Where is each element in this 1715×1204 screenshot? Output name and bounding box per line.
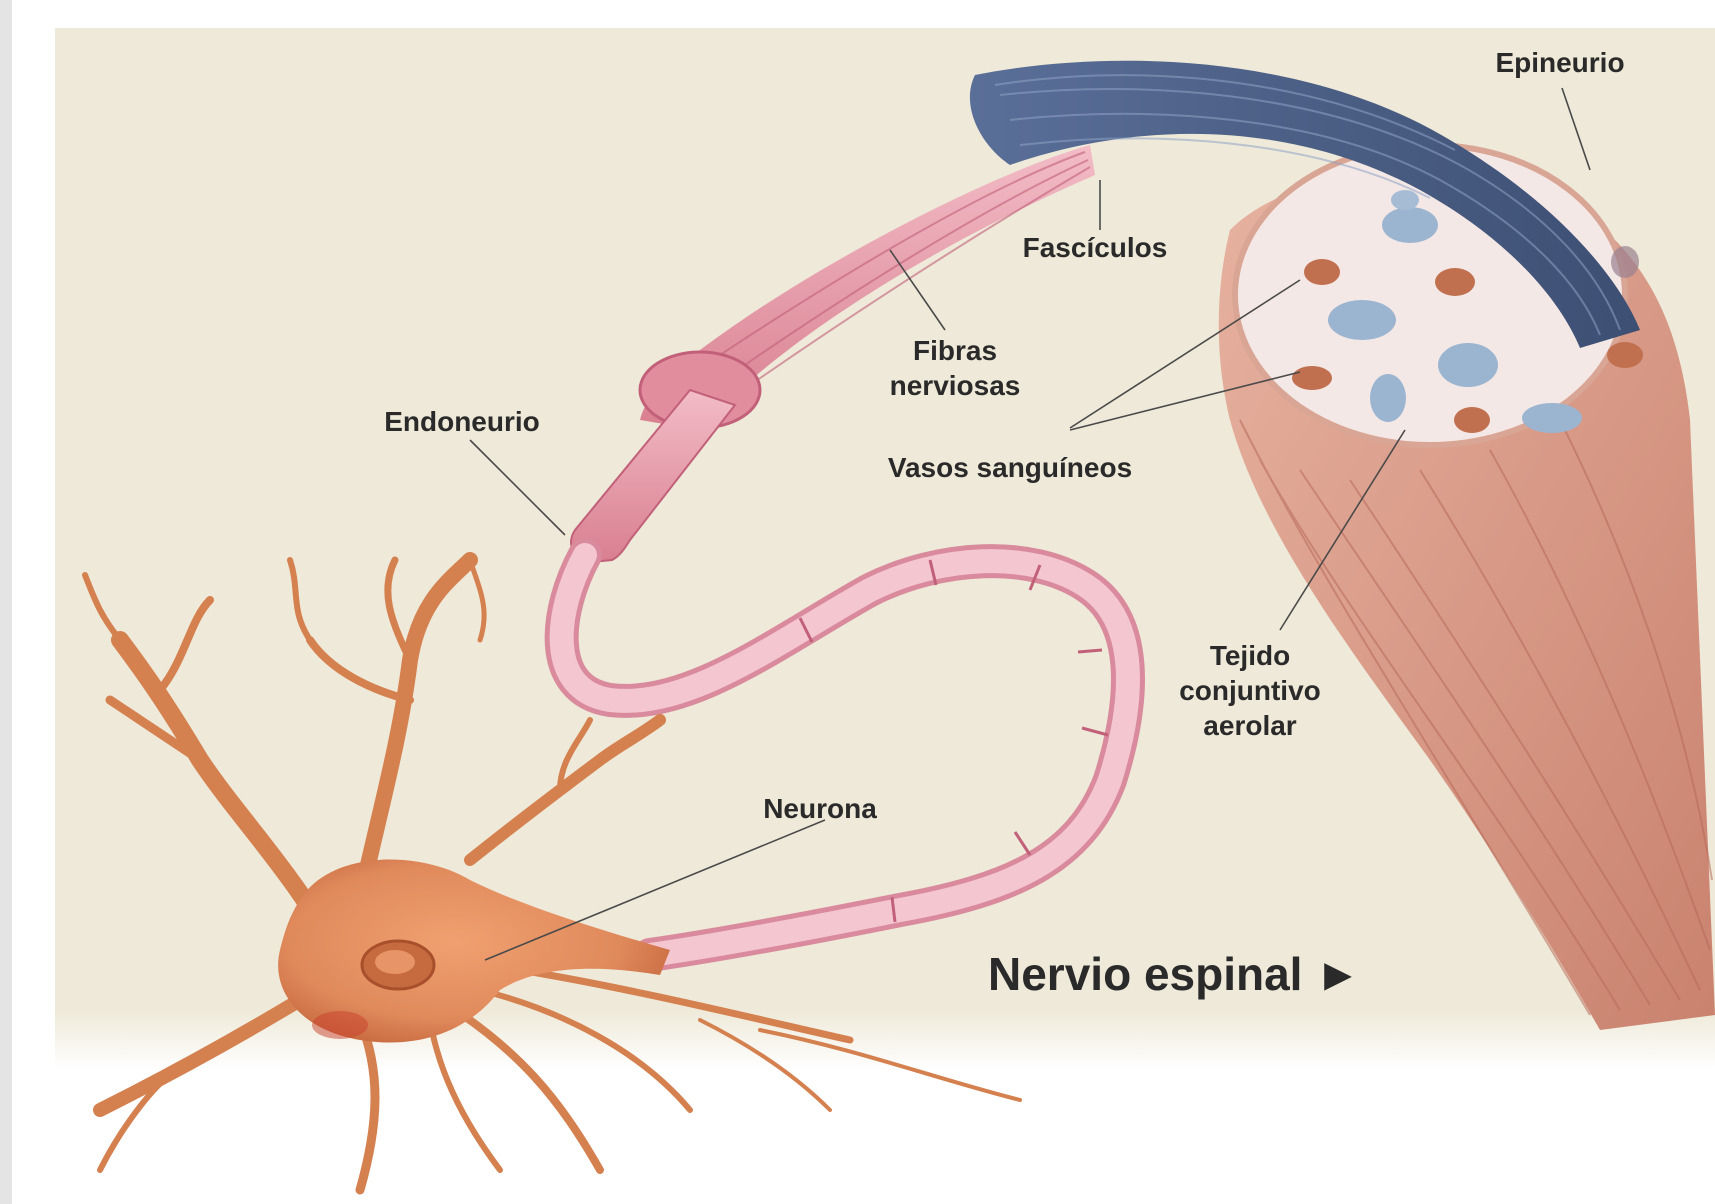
- label-tejido-line3: aerolar: [1203, 710, 1296, 741]
- vessel-icon: [1304, 259, 1340, 285]
- label-tejido-line1: Tejido: [1210, 640, 1290, 671]
- label-fibras-line2: nerviosas: [890, 370, 1021, 401]
- label-tejido-line2: conjuntivo: [1179, 675, 1321, 706]
- label-nervio-espinal: Nervio espinal ►: [988, 948, 1361, 1000]
- vessel-icon: [1370, 374, 1406, 422]
- label-endoneurio: Endoneurio: [384, 406, 540, 437]
- myelin-sheath: [562, 555, 1128, 955]
- vessel-icon: [1292, 366, 1332, 390]
- spinal-nerve-cylinder: [1219, 145, 1715, 1030]
- nerve-fibers: [571, 145, 1095, 562]
- vessel-icon: [1522, 403, 1582, 433]
- vessel-icon: [1328, 300, 1396, 340]
- myelinated-axon: [562, 555, 1128, 955]
- label-vasos-sanguineos: Vasos sanguíneos: [888, 452, 1132, 483]
- label-neurona: Neurona: [763, 793, 877, 824]
- vessel-icon: [1454, 407, 1490, 433]
- vessel-icon: [1607, 342, 1643, 368]
- vessel-icon: [1391, 190, 1419, 210]
- label-fasciculos: Fascículos: [1023, 232, 1168, 263]
- label-epineurio: Epineurio: [1495, 47, 1624, 78]
- label-fibras-line1: Fibras: [913, 335, 997, 366]
- vessel-icon: [1435, 268, 1475, 296]
- vessel-icon: [1382, 207, 1438, 243]
- vessel-icon: [1438, 343, 1498, 387]
